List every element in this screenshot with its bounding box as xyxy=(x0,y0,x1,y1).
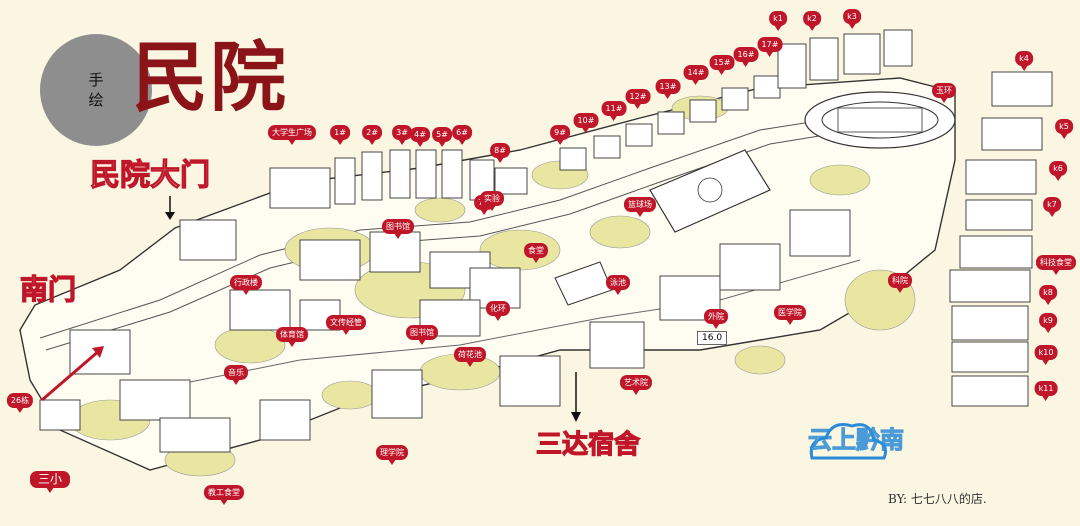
pin-pool: 泳池 xyxy=(606,275,630,295)
pin-b4: 4# xyxy=(410,127,430,147)
pin-gym: 篮球场 xyxy=(624,197,656,217)
pin-shiyan: 实验 xyxy=(480,191,504,211)
pin-k6: k6 xyxy=(1049,161,1067,181)
main-gate-label: 民院大门 xyxy=(89,157,210,193)
cloud-logo-icon xyxy=(809,423,888,460)
pin-b16: 16# xyxy=(733,47,759,67)
pin-k11: k11 xyxy=(1034,381,1058,401)
pin-b14: 14# xyxy=(683,65,709,85)
pin-b10: 10# xyxy=(573,113,599,133)
pin-library2: 图书馆 xyxy=(406,325,438,345)
dorm-row xyxy=(334,29,913,205)
watermark-text: 云上黔南 xyxy=(808,426,905,455)
pin-canteen: 食堂 xyxy=(524,243,548,263)
pin-b17: 17# xyxy=(757,37,783,57)
pin-b5: 5# xyxy=(432,127,452,147)
watermark: 云上黔南 xyxy=(808,420,905,455)
pin-b1: 1# xyxy=(330,125,350,145)
pin-b11: 11# xyxy=(601,101,627,121)
pin-art: 艺术院 xyxy=(620,375,652,395)
football-field xyxy=(649,149,771,233)
pin-plaza: 大学生广场 xyxy=(268,125,316,145)
map-title: 民院 xyxy=(132,33,288,122)
pin-canteen2: 科技食堂 xyxy=(1036,255,1076,275)
pin-b6: 6# xyxy=(452,125,472,145)
pin-music: 音乐 xyxy=(224,365,248,385)
pin-chem: 化环 xyxy=(486,301,510,321)
pin-foreign: 外院 xyxy=(704,309,728,329)
hand-drawn-badge: 手 绘 xyxy=(40,34,152,146)
dorm-label: 三达宿舍 xyxy=(535,429,641,460)
pin-dorm26: 26栋 xyxy=(6,393,34,413)
pin-k8: k8 xyxy=(1039,285,1057,305)
pin-b13: 13# xyxy=(655,79,681,99)
badge-line2: 绘 xyxy=(88,91,104,109)
south-gate-label: 南门 xyxy=(19,272,77,306)
pin-admin: 行政楼 xyxy=(230,275,262,295)
pin-b12: 12# xyxy=(625,89,651,109)
badge-line1: 手 xyxy=(88,71,104,89)
pin-yuhuan: 玉环 xyxy=(932,83,956,103)
pin-library1: 图书馆 xyxy=(382,219,414,239)
pin-tiyuguan: 体育馆 xyxy=(276,327,308,347)
pin-k1: k1 xyxy=(769,11,787,31)
school-pin: 三小 xyxy=(29,471,71,493)
pin-b2: 2# xyxy=(362,125,382,145)
pin-b9: 9# xyxy=(550,125,570,145)
pin-medical: 医学院 xyxy=(774,305,806,325)
pin-b3: 3# xyxy=(392,125,412,145)
pin-k4: k4 xyxy=(1015,51,1033,71)
pin-staff-canteen: 教工食堂 xyxy=(204,485,244,505)
pin-b15: 15# xyxy=(709,55,735,75)
main-road xyxy=(39,107,901,339)
pin-k9: k9 xyxy=(1039,313,1057,333)
pin-k3: k3 xyxy=(843,9,861,29)
k-blocks xyxy=(949,71,1053,407)
pool-shape xyxy=(554,261,613,306)
pin-k5: k5 xyxy=(1055,119,1073,139)
pin-k10: k10 xyxy=(1034,345,1058,365)
pin-kejiao: 科院 xyxy=(888,273,912,293)
lower-road xyxy=(149,259,861,391)
field-readout: 16.0 xyxy=(697,331,728,345)
pin-k7: k7 xyxy=(1043,197,1061,217)
pin-k2: k2 xyxy=(803,11,821,31)
pin-b8: 8# xyxy=(490,143,510,163)
pin-lake: 荷花池 xyxy=(454,347,486,367)
credit: BY: 七七八八的店. xyxy=(888,492,987,506)
pin-artlab: 文传经管 xyxy=(326,315,366,335)
dorm26-arrow xyxy=(41,348,101,402)
pin-science: 理学院 xyxy=(376,445,408,465)
track-inner xyxy=(821,101,939,139)
